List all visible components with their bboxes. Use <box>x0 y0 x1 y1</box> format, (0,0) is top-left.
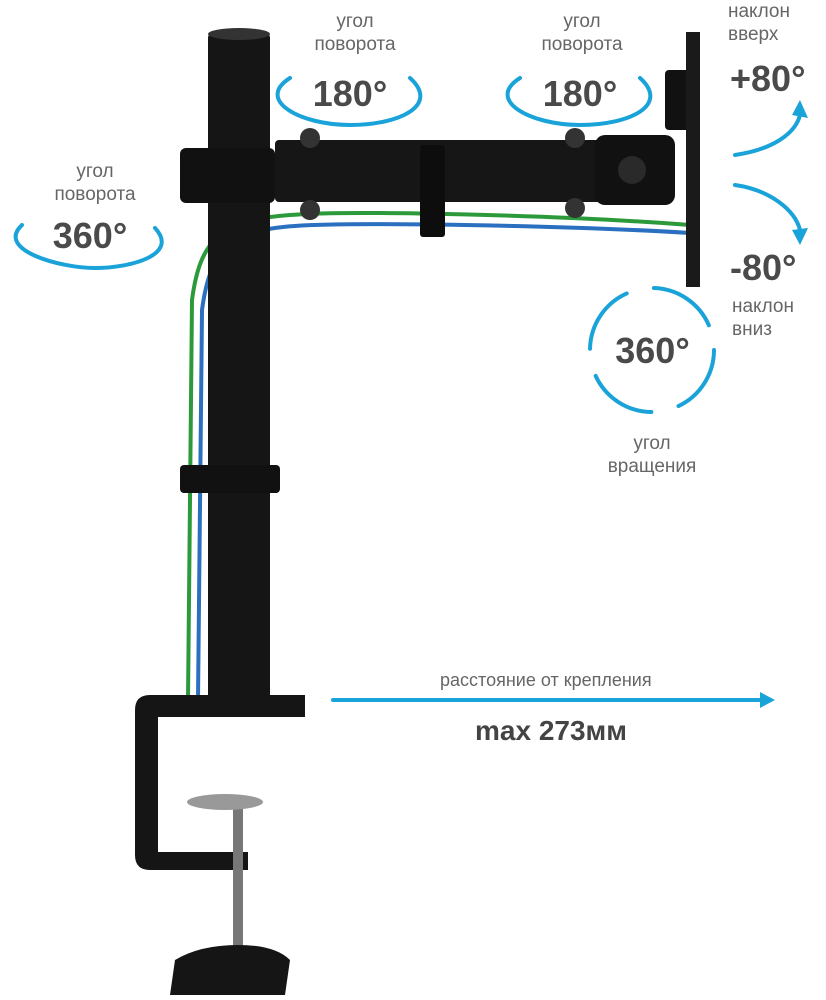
desk-clamp <box>135 695 305 995</box>
distance-label: расстояние от крепления <box>440 670 652 690</box>
spin-label: угол вращения <box>607 433 697 477</box>
tilt-up-value: +80° <box>730 58 806 99</box>
tilt-up-label: наклон вверх <box>728 1 790 45</box>
spin-value: 360° <box>615 330 690 371</box>
vesa-plate <box>665 32 700 287</box>
arm-rotation-2-value: 180° <box>542 73 618 114</box>
arm <box>180 128 675 237</box>
left-rotation-value: 360° <box>52 215 128 256</box>
arm-rotation-1-label: угол поворота <box>314 11 396 55</box>
pole <box>208 32 270 700</box>
tilt-down-label: наклон вниз <box>732 296 794 340</box>
arm-rotation-2-label: угол поворота <box>541 11 623 55</box>
rotation-arrows <box>13 76 802 702</box>
tilt-down-value: -80° <box>730 247 797 288</box>
left-rotation-label: угол поворота <box>54 161 136 205</box>
distance-value: max 273мм <box>475 715 627 746</box>
arm-rotation-1-value: 180° <box>312 73 388 114</box>
arrow-heads <box>760 100 808 708</box>
cable-clip <box>180 465 280 493</box>
